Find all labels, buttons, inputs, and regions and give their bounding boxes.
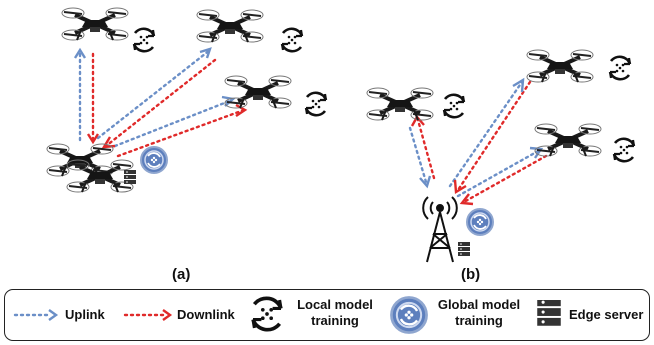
local-training-icon: [132, 27, 156, 53]
legend-edge-label: Edge server: [569, 307, 644, 322]
downlink-arrow: [462, 154, 548, 204]
downlink-arrow: [104, 58, 217, 148]
uplink-arrow: [96, 48, 212, 140]
uplink-legend-arrow: [13, 309, 59, 321]
edge-server-icon: [458, 242, 470, 256]
uplink-arrow: [113, 98, 234, 148]
legend: Uplink Downlink Local model training Glo…: [4, 289, 650, 341]
drone-icon: [527, 50, 593, 82]
legend-local-line2: training: [311, 313, 359, 328]
panel-label-a: (a): [172, 266, 191, 283]
local-training-icon: [442, 93, 466, 119]
legend-downlink-label: Downlink: [177, 307, 235, 322]
local-training-icon: [608, 55, 632, 81]
downlink-arrow: [456, 80, 532, 192]
downlink-arrow: [416, 118, 436, 180]
uplink-arrow: [448, 80, 524, 188]
legend-local-label: Local model training: [295, 297, 375, 329]
drone-icon: [197, 10, 263, 42]
drone-icon: [367, 88, 433, 120]
local-training-icon: [280, 27, 304, 53]
drone-icon: [62, 8, 128, 40]
cell-tower-icon: [422, 196, 458, 263]
legend-global-line2: training: [455, 313, 503, 328]
drone-icon: [535, 124, 601, 156]
drone-icon: [67, 160, 133, 192]
local-training-icon: [612, 137, 636, 163]
legend-local-line1: Local model: [297, 297, 373, 312]
global-training-icon: [390, 296, 428, 334]
drone-icon: [225, 76, 291, 108]
local-training-icon: [251, 296, 283, 332]
global-training-icon: [140, 146, 168, 174]
legend-uplink-label: Uplink: [65, 307, 105, 322]
legend-global-line1: Global model: [437, 297, 521, 312]
panel-label-b: (b): [461, 266, 481, 283]
legend-global-label: Global model training: [435, 297, 523, 329]
downlink-legend-arrow: [123, 309, 173, 321]
uplink-arrow: [408, 126, 428, 184]
edge-server-icon: [537, 300, 561, 326]
global-training-icon: [466, 208, 494, 236]
local-training-icon: [304, 91, 328, 117]
edge-server-icon: [124, 170, 136, 184]
downlink-arrow: [116, 108, 246, 158]
uplink-arrow: [456, 148, 542, 198]
